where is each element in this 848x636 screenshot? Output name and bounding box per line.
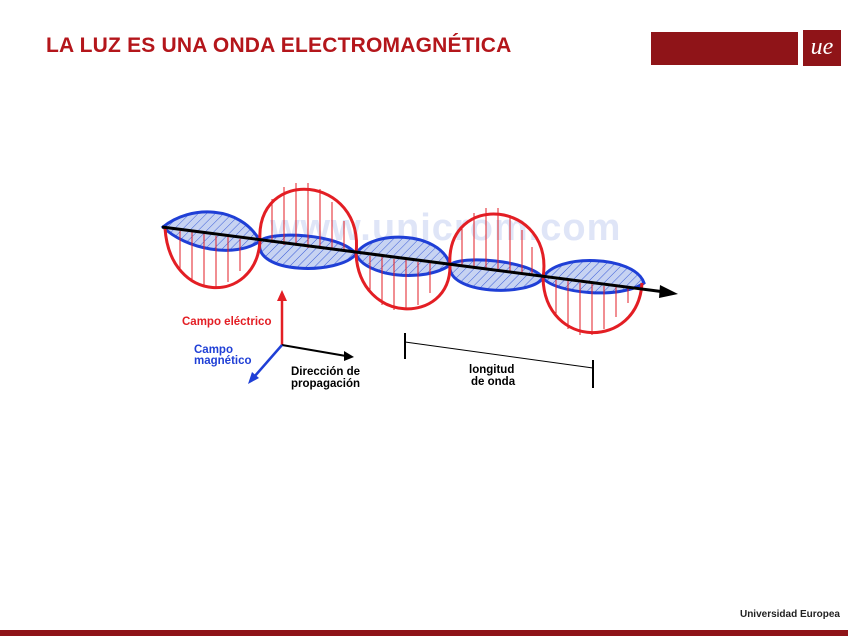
propagation-label-line1: Dirección de bbox=[291, 366, 361, 378]
magnetic-field-label-line2: magnético bbox=[194, 355, 252, 367]
footer-bar bbox=[0, 630, 848, 636]
propagation-axis bbox=[161, 225, 678, 298]
wavelength-label-line1: longitud bbox=[469, 364, 515, 376]
magnetic-field-label-line1: Campo bbox=[194, 344, 233, 356]
propagation-label-line2: propagación bbox=[291, 378, 361, 390]
electric-field-label: Campo eléctrico bbox=[182, 316, 272, 328]
axes-indicator bbox=[248, 290, 354, 384]
em-wave-diagram bbox=[160, 183, 678, 388]
header-bar bbox=[651, 32, 798, 65]
wavelength-label-line2: de onda bbox=[471, 376, 516, 388]
institution-name: Universidad Europea bbox=[739, 609, 840, 620]
ue-logo: ue bbox=[803, 30, 841, 66]
wavelength-marker bbox=[404, 333, 594, 388]
electric-field-wave bbox=[163, 183, 644, 335]
slide-title: LA LUZ ES UNA ONDA ELECTROMAGNÉTICA bbox=[46, 34, 512, 57]
